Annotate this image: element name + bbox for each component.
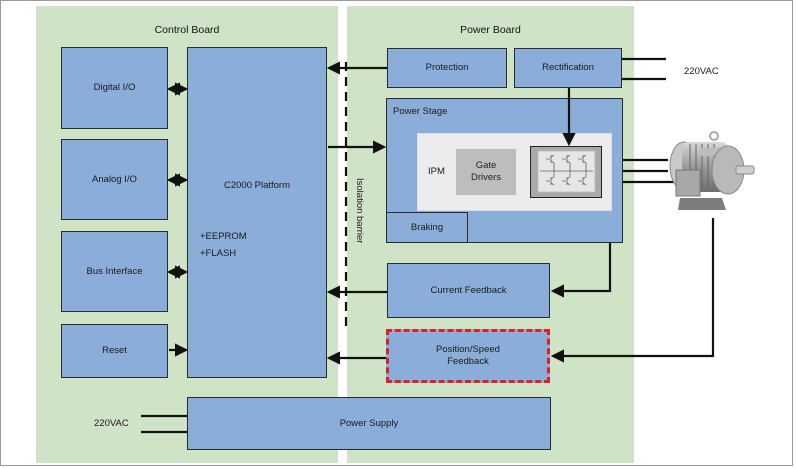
power-supply-label: Power Supply: [339, 417, 399, 429]
bus-interface-block[interactable]: Bus Interface: [61, 231, 168, 312]
protection-label: Protection: [425, 62, 469, 74]
isolation-barrier-label: Isolation barrier: [354, 178, 365, 244]
ipm-module: IPM Gate Drivers: [417, 133, 612, 211]
reset-block[interactable]: Reset: [61, 324, 168, 378]
power-supply-block[interactable]: Power Supply: [187, 397, 551, 450]
power-stage-label: Power Stage: [393, 106, 448, 117]
ipm-label: IPM: [428, 166, 445, 177]
motor-icon: [669, 131, 755, 210]
digital-io-block[interactable]: Digital I/O: [61, 47, 168, 129]
braking-label: Braking: [410, 221, 444, 233]
power-stage-block[interactable]: Power Stage IPM Gate Drivers Braking: [386, 98, 623, 243]
analog-io-label: Analog I/O: [92, 173, 137, 185]
inverter-bridge-icon: [530, 146, 602, 198]
position-speed-line2: Feedback: [447, 356, 489, 367]
power-supply-220vac-label: 220VAC: [94, 418, 129, 429]
gate-drivers-line2: Drivers: [470, 172, 502, 183]
rectification-block[interactable]: Rectification: [514, 48, 622, 88]
current-feedback-label: Current Feedback: [430, 284, 507, 296]
gate-drivers-block[interactable]: Gate Drivers: [456, 149, 516, 195]
gate-drivers-line1: Gate: [475, 160, 497, 172]
bus-interface-label: Bus Interface: [86, 265, 143, 277]
control-board-title: Control Board: [154, 24, 220, 36]
reset-label: Reset: [102, 345, 127, 357]
position-speed-line1: Position/Speed: [436, 344, 500, 356]
analog-io-block[interactable]: Analog I/O: [61, 139, 168, 220]
eeprom-label: +EEPROM: [200, 231, 247, 242]
igbt-bridge-schematic-icon: [537, 150, 595, 193]
current-feedback-block[interactable]: Current Feedback: [387, 263, 550, 318]
flash-label: +FLASH: [200, 248, 237, 259]
position-speed-feedback-block[interactable]: Position/Speed Feedback: [386, 329, 550, 383]
braking-block[interactable]: Braking: [386, 212, 468, 243]
protection-block[interactable]: Protection: [387, 48, 507, 88]
rectification-label: Rectification: [542, 62, 594, 74]
digital-io-label: Digital I/O: [93, 82, 136, 94]
board-gap: [338, 6, 347, 463]
c2000-platform-block[interactable]: C2000 Platform +EEPROM +FLASH: [187, 47, 327, 378]
c2000-platform-label: C2000 Platform: [223, 180, 290, 191]
mains-220vac-label: 220VAC: [684, 66, 719, 77]
power-board-title: Power Board: [460, 24, 521, 36]
